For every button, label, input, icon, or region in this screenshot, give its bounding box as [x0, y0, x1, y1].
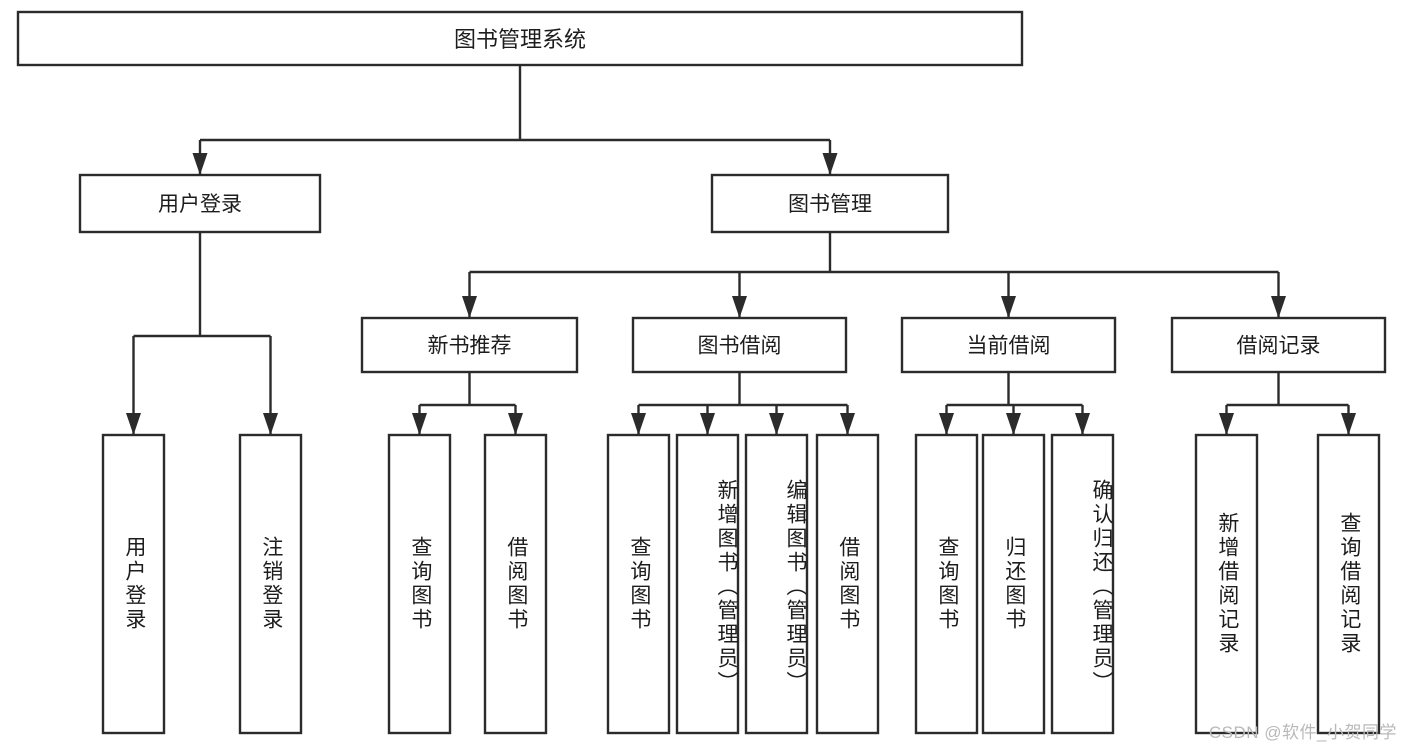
leaf-node-leaf-query-book-1-rect — [387, 433, 452, 735]
level3-node-current-borrow[interactable]: 当前借阅 — [900, 316, 1117, 374]
leaf-node-leaf-query-book-2-rect — [606, 433, 671, 735]
arrow-head-icon — [732, 296, 747, 318]
level3-node-new-book-recommend-rect — [360, 316, 579, 374]
leaf-node-leaf-add-record[interactable] — [1194, 433, 1259, 735]
leaf-node-leaf-edit-book[interactable] — [744, 433, 809, 735]
leaf-node-leaf-return-book[interactable] — [981, 433, 1046, 735]
leaf-node-leaf-borrow-book-1[interactable] — [483, 433, 548, 735]
leaf-node-leaf-query-book-1[interactable] — [387, 433, 452, 735]
arrow-head-icon — [769, 413, 784, 435]
level3-node-borrow-record-label: 借阅记录 — [1237, 335, 1321, 358]
leaf-node-leaf-borrow-book-1-rect — [483, 433, 548, 735]
arrow-head-icon — [263, 413, 278, 435]
root-node-book-management-system-label: 图书管理系统 — [454, 27, 586, 52]
level3-node-borrow-record[interactable]: 借阅记录 — [1170, 316, 1387, 374]
level3-node-borrow-record-rect — [1170, 316, 1387, 374]
leaf-node-leaf-add-record-rect — [1194, 433, 1259, 735]
arrow-head-icon — [700, 413, 715, 435]
arrow-head-icon — [840, 413, 855, 435]
arrow-head-icon — [1006, 413, 1021, 435]
leaf-node-leaf-confirm-return[interactable] — [1050, 433, 1115, 735]
leaf-node-leaf-query-record[interactable] — [1316, 433, 1381, 735]
level3-node-current-borrow-label: 当前借阅 — [967, 335, 1051, 358]
leaf-node-leaf-add-book-rect — [675, 433, 740, 735]
root-node-book-management-system[interactable]: 图书管理系统 — [16, 10, 1024, 67]
leaf-node-leaf-logout-rect — [238, 433, 303, 735]
level2-node-book-manage-label: 图书管理 — [788, 193, 872, 216]
arrow-head-icon — [1341, 413, 1356, 435]
level2-node-user-login-label: 用户登录 — [158, 193, 242, 216]
leaf-node-leaf-borrow-book-2-rect — [815, 433, 880, 735]
leaf-node-leaf-edit-book-rect — [744, 433, 809, 735]
level3-node-book-borrow[interactable]: 图书借阅 — [631, 316, 848, 374]
leaf-node-leaf-borrow-book-2[interactable] — [815, 433, 880, 735]
arrow-head-icon — [508, 413, 523, 435]
watermark-text: CSDN @软件_小贺同学 — [1208, 723, 1397, 742]
leaf-node-leaf-add-book[interactable] — [675, 433, 740, 735]
level2-node-book-manage-rect — [710, 173, 950, 234]
level2-node-user-login-rect — [78, 173, 322, 234]
connectors-layer — [126, 65, 1356, 435]
leaf-node-leaf-logout[interactable] — [238, 433, 303, 735]
level3-node-book-borrow-label: 图书借阅 — [698, 335, 782, 358]
arrow-head-icon — [822, 153, 838, 175]
level3-node-current-borrow-rect — [900, 316, 1117, 374]
arrow-head-icon — [939, 413, 954, 435]
arrow-head-icon — [1075, 413, 1090, 435]
level3-node-book-borrow-rect — [631, 316, 848, 374]
arrow-head-icon — [126, 413, 141, 435]
leaf-node-leaf-user-login-rect — [101, 433, 166, 735]
level3-node-new-book-recommend[interactable]: 新书推荐 — [360, 316, 579, 374]
arrow-head-icon — [412, 413, 427, 435]
arrow-head-icon — [1219, 413, 1234, 435]
leaf-node-leaf-query-book-3-rect — [914, 433, 979, 735]
level2-node-book-manage[interactable]: 图书管理 — [710, 173, 950, 234]
arrow-head-icon — [462, 296, 477, 318]
level3-node-new-book-recommend-label: 新书推荐 — [428, 335, 512, 358]
arrow-head-icon — [192, 153, 208, 175]
level2-node-user-login[interactable]: 用户登录 — [78, 173, 322, 234]
arrow-head-icon — [1271, 296, 1286, 318]
leaf-node-leaf-return-book-rect — [981, 433, 1046, 735]
leaf-node-leaf-query-book-3[interactable] — [914, 433, 979, 735]
leaf-node-leaf-confirm-return-rect — [1050, 433, 1115, 735]
root-node-book-management-system-rect — [16, 10, 1024, 67]
leaf-node-leaf-user-login[interactable] — [101, 433, 166, 735]
leaf-node-leaf-query-record-rect — [1316, 433, 1381, 735]
leaf-node-leaf-query-book-2[interactable] — [606, 433, 671, 735]
arrow-head-icon — [1001, 296, 1016, 318]
arrow-head-icon — [631, 413, 646, 435]
